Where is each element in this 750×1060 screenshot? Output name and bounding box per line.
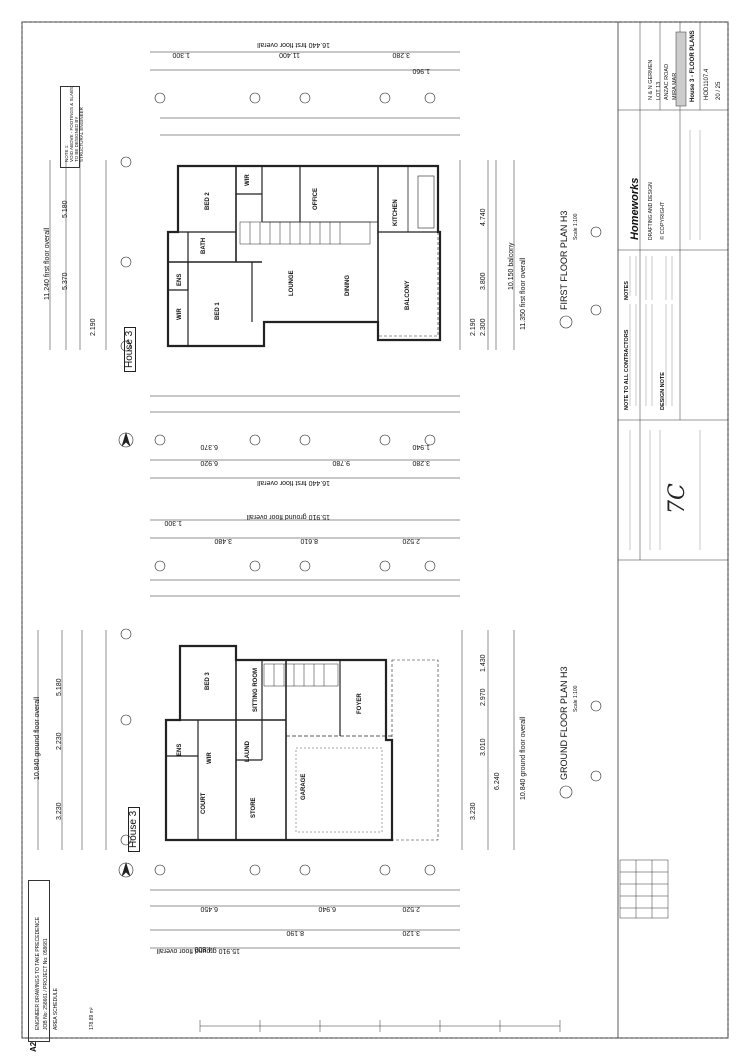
- room-ens-upper: ENS: [177, 273, 183, 286]
- gf-dim-right-0: 3.230: [470, 802, 477, 820]
- gf-dim-top-2: 8.610: [300, 537, 318, 544]
- room-office: OFFICE: [313, 188, 319, 210]
- gf-dim-top-0: 1.300: [164, 519, 182, 526]
- room-balcony: BALCONY: [405, 280, 411, 310]
- tb-street: ANZAC ROAD: [664, 63, 670, 100]
- first-floor-title: FIRST FLOOR PLAN H3: [559, 210, 569, 310]
- gf-dim-top-3: 2.520: [402, 537, 420, 544]
- first-floor-plan: [49, 51, 602, 479]
- ff-dim-top-1: 11.400: [279, 51, 300, 58]
- void-note-box: [60, 86, 80, 168]
- room-kitchen: KITCHEN: [393, 199, 399, 226]
- first-floor-scale: Scale 1:100: [573, 213, 579, 240]
- ff-dim-top-3: 1.960: [412, 67, 430, 74]
- area-schedule-heading: AREA SCHEDULE: [53, 988, 59, 1030]
- project-note-text: ENGINEER DRAWINGS TO TAKE PRECEDENCE JOB…: [35, 916, 49, 1030]
- gf-dim-left-2: 5.180: [56, 678, 63, 696]
- ff-dim-right-2: 3.800: [480, 272, 487, 290]
- gf-dim-left-0: 3.230: [56, 802, 63, 820]
- gf-dim-bottom-0: 4.800: [194, 945, 212, 952]
- room-laund: LAUND: [245, 741, 251, 762]
- gf-dim-bottom-inner-1: 6.940: [318, 905, 336, 912]
- gf-dim-left-1: 2.230: [56, 732, 63, 750]
- gf-dim-right-total: 6.240: [494, 772, 501, 790]
- room-sitting: SITTING ROOM: [253, 668, 259, 712]
- room-bed2: BED 2: [205, 192, 211, 210]
- ground-floor-scale: Scale 1:100: [573, 685, 579, 712]
- first-floor-overall-right: 11.350 first floor overall: [520, 257, 527, 330]
- first-floor-overall-length-top: 16.440 first floor overall: [257, 41, 330, 48]
- room-store: STORE: [251, 797, 257, 818]
- gf-dim-right-2: 2.970: [480, 688, 487, 706]
- first-floor-house-label: House 3: [124, 326, 136, 372]
- gf-dim-bottom-inner-0: 6.450: [200, 905, 218, 912]
- gf-dim-bottom-1: 8.190: [286, 929, 304, 936]
- ff-dim-bottom-3: 3.280: [412, 459, 430, 466]
- ground-floor-overall-right: 10.840 ground floor overall: [520, 716, 527, 800]
- gf-dim-right-3: 1.430: [480, 654, 487, 672]
- room-garage: GARAGE: [301, 773, 307, 800]
- ground-floor-plan: [37, 519, 602, 949]
- tb-copyright: © COPYRIGHT: [660, 201, 666, 240]
- tb-firm-logo: Homeworks: [629, 177, 641, 240]
- tb-firm-sub: DRAFTING AND DESIGN: [648, 182, 654, 240]
- room-court: COURT: [201, 792, 207, 814]
- tb-contractors-heading: NOTE TO ALL CONTRACTORS: [624, 329, 630, 410]
- room-bath: BATH: [201, 237, 207, 254]
- gf-dim-bottom-inner-2: 2.520: [402, 905, 420, 912]
- ground-floor-title: GROUND FLOOR PLAN H3: [559, 666, 569, 780]
- gf-dim-right-1: 3.010: [480, 738, 487, 756]
- room-lounge: LOUNGE: [289, 270, 295, 296]
- project-note-box: [28, 880, 50, 1042]
- ff-dim-bottom-0: 6.920: [200, 459, 218, 466]
- room-foyer: FOYER: [357, 693, 363, 714]
- room-wir-upper: WIR: [245, 174, 251, 186]
- room-wir-lower: WIR: [177, 308, 183, 320]
- first-floor-overall-length: 16.440 first floor overall: [257, 479, 330, 486]
- ff-dim-top-2: 3.280: [392, 51, 410, 58]
- gf-dim-bottom-2: 3.120: [402, 929, 420, 936]
- room-bed3: BED 3: [205, 672, 211, 690]
- ground-floor-overall-length-top: 15.910 ground floor overall: [246, 513, 330, 520]
- room-wir-ground: WIR: [207, 752, 213, 764]
- ff-dim-right-3: 4.740: [480, 208, 487, 226]
- ff-dim-left-2: 5.180: [62, 200, 69, 218]
- ff-dim-right-1: 2.300: [480, 318, 487, 336]
- ff-dim-top-0: 1.300: [172, 51, 190, 58]
- ground-floor-house-label: House 3: [128, 806, 140, 852]
- first-floor-balcony-dim: 10.150 balcony: [508, 242, 515, 290]
- ff-dim-bottom-2: 9.780: [332, 459, 350, 466]
- tb-client: N & N GERMEN: [648, 59, 654, 100]
- tb-suburb: MIRA MAR: [672, 72, 678, 100]
- ff-dim-bottom-1: 6.370: [200, 443, 218, 450]
- room-bed1: BED 1: [215, 302, 221, 320]
- ground-floor-overall-width: 10.840 ground floor overall: [34, 696, 41, 780]
- first-floor-overall-width: 11.240 first floor overall: [44, 227, 51, 300]
- void-note-text: NOTE 1: VOID ABOVE - FOOTINGS & SLABS TO…: [64, 86, 84, 162]
- room-dining: DINING: [345, 275, 351, 296]
- tb-sheet-title: House 3 - FLOOR PLANS: [690, 30, 696, 102]
- ff-dim-right-0: 2.190: [470, 318, 477, 336]
- handwritten-drawing-no: 7C: [665, 483, 690, 514]
- area-schedule-total: 178.89 m²: [89, 1007, 95, 1030]
- tb-job-number: HOD1107.4: [704, 68, 710, 100]
- tb-notes-heading: NOTES: [624, 281, 630, 300]
- tb-sheet-number: 20 / 25: [716, 81, 722, 100]
- ff-dim-left-1: 5.370: [62, 272, 69, 290]
- ff-dim-left-0: 2.190: [90, 318, 97, 336]
- tb-lot: LOT 13: [656, 81, 662, 100]
- gf-dim-top-1: 3.480: [214, 537, 232, 544]
- room-ens-ground: ENS: [177, 743, 183, 756]
- sheet-size-label: A2: [29, 1041, 38, 1052]
- tb-design-heading: DESIGN NOTE: [660, 372, 666, 410]
- ff-dim-bottom-4: 1.940: [412, 443, 430, 450]
